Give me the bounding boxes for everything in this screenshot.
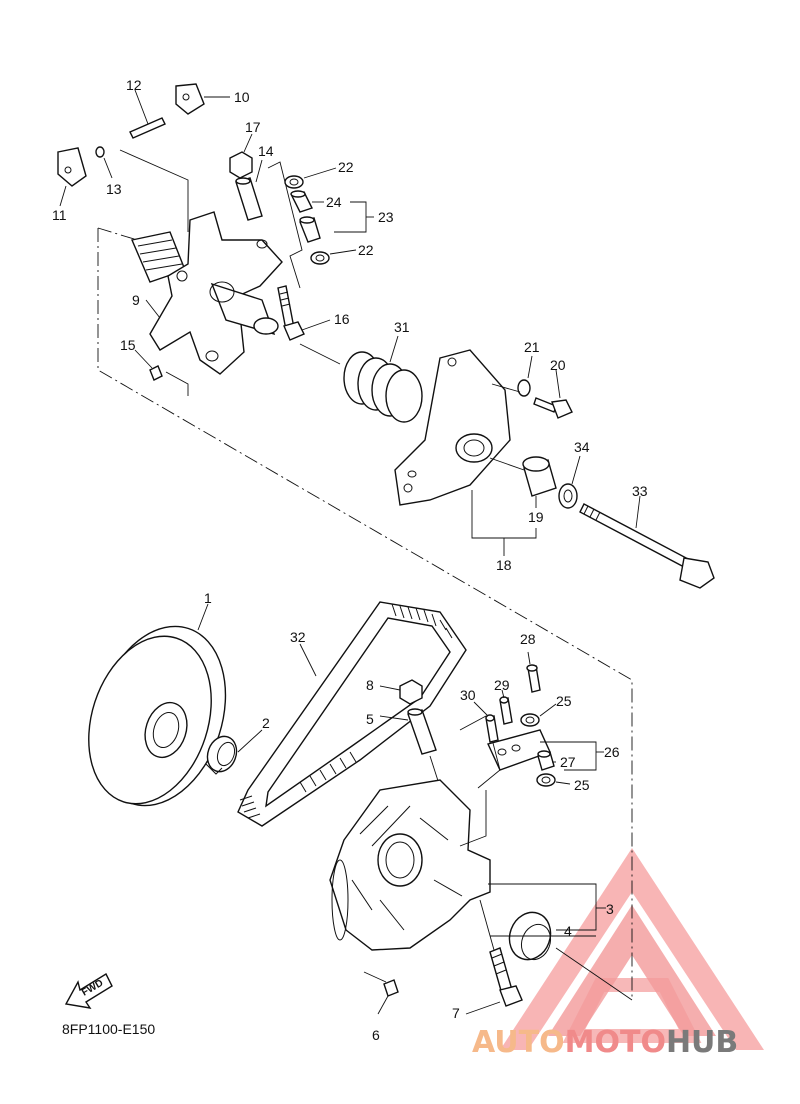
part-5-collar [407, 708, 437, 755]
part-27-roller [537, 750, 555, 771]
part-12-pin [129, 117, 166, 139]
part-31-spring [343, 351, 423, 423]
part-18-spring-seat [394, 349, 511, 506]
callout-25-top: 25 [556, 693, 572, 709]
callout-30: 30 [460, 687, 476, 703]
callout-8: 8 [366, 677, 374, 693]
part-28-screw [526, 664, 541, 693]
part-16-bolt [277, 285, 305, 341]
part-29-screw [499, 696, 513, 725]
callout-9: 9 [132, 292, 140, 308]
part-22-washer-bottom [310, 251, 330, 265]
callout-7: 7 [452, 1005, 460, 1021]
part-33-long-bolt [579, 503, 715, 589]
part-24-roller [290, 190, 321, 243]
callout-28: 28 [520, 631, 536, 647]
part-2-collar [205, 735, 238, 775]
watermark-hub: HUB [666, 1025, 738, 1060]
watermark-auto: AUTO [472, 1025, 565, 1060]
callout-19: 19 [528, 509, 544, 525]
callout-17: 17 [245, 119, 261, 135]
part-9-spider [119, 149, 283, 375]
watermark-logo [500, 848, 764, 1050]
callout-3: 3 [606, 901, 614, 917]
diagram-code: 8FP1100-E150 [62, 1021, 155, 1037]
part-25-washer-top [520, 713, 540, 727]
callout-14: 14 [258, 143, 274, 159]
callout-13: 13 [106, 181, 122, 197]
part-30-screw [485, 714, 499, 743]
part-11-slider [57, 147, 87, 187]
callout-29: 29 [494, 677, 510, 693]
callout-6: 6 [372, 1027, 380, 1043]
part-34-washer [558, 483, 578, 509]
part-25-washer-bottom [536, 773, 556, 787]
part-7-bolt [489, 947, 523, 1007]
callout-4: 4 [564, 923, 572, 939]
callout-34: 34 [574, 439, 590, 455]
callout-26: 26 [604, 744, 620, 760]
callout-25-bottom: 25 [574, 777, 590, 793]
part-17-nut [229, 151, 253, 179]
callout-10: 10 [234, 89, 250, 105]
part-15-cap [149, 365, 163, 381]
part-13-oring [95, 146, 105, 158]
callout-22-bottom: 22 [358, 242, 374, 258]
watermark-moto: MOTO [565, 1025, 666, 1060]
callout-27: 27 [560, 754, 576, 770]
part-8-nut [399, 679, 423, 705]
assembly-frame-line [97, 228, 633, 1000]
part-6-cap [383, 979, 399, 997]
callout-12: 12 [126, 77, 142, 93]
watermark-text: AUTOMOTOHUB [472, 1025, 738, 1060]
moving-sheave [329, 779, 491, 951]
part-14-collar [235, 177, 263, 221]
part-22-washer-top [284, 175, 304, 189]
callout-11: 11 [52, 207, 67, 223]
callout-21: 21 [524, 339, 540, 355]
callout-16: 16 [334, 311, 350, 327]
callout-24: 24 [326, 194, 342, 210]
callout-2: 2 [262, 715, 270, 731]
callout-31: 31 [394, 319, 410, 335]
part-19-bushing [522, 456, 557, 497]
callout-18: 18 [496, 557, 512, 573]
callout-32: 32 [290, 629, 306, 645]
callout-33: 33 [632, 483, 648, 499]
callout-5: 5 [366, 711, 374, 727]
callout-1: 1 [204, 590, 212, 606]
fwd-arrow-icon: FWD [64, 973, 113, 1009]
callout-23: 23 [378, 209, 394, 225]
part-1-fixed-sheave [88, 625, 227, 807]
callout-22-top: 22 [338, 159, 354, 175]
part-32-drive-belt [237, 601, 467, 827]
part-20-bolt [533, 397, 573, 419]
part-10-slider [175, 83, 205, 115]
part-21-washer [517, 379, 531, 397]
callout-20: 20 [550, 357, 566, 373]
callout-15: 15 [120, 337, 136, 353]
